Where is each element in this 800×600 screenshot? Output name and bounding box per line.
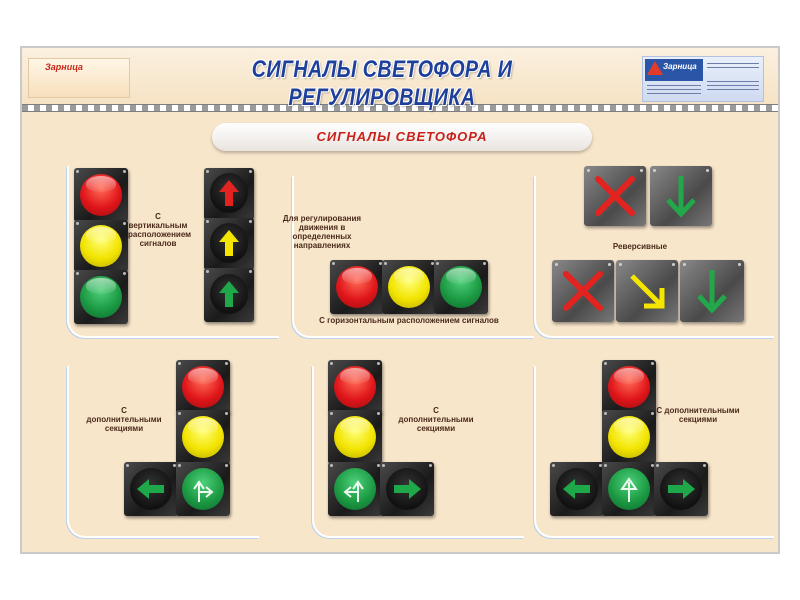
- right-arrow-icon: [394, 479, 421, 499]
- signal-section: [176, 360, 230, 414]
- signal-section: [74, 168, 128, 222]
- signal-section: [328, 360, 382, 414]
- turn-arrow-icon: [193, 480, 214, 502]
- right-logo-brand: Зарница: [663, 62, 697, 71]
- caption-directional: Для регулирования движения в определенны…: [282, 214, 362, 250]
- signal-section: [74, 270, 128, 324]
- signal-section: [602, 462, 656, 516]
- left-arrow-lens: [556, 468, 598, 510]
- yellow-arrow-lens: [210, 223, 248, 263]
- signal-section: [382, 260, 436, 314]
- red-arrow-lens: [210, 173, 248, 213]
- red-lens: [334, 366, 376, 408]
- frame-additional-1: [67, 366, 259, 538]
- cross-icon: [563, 271, 603, 311]
- yellow-lens: [388, 266, 430, 308]
- signal-section: [204, 168, 254, 220]
- signal-section: [176, 410, 230, 464]
- caption-reversible: Реверсивные: [612, 242, 668, 251]
- green-arrow-lens: [608, 468, 650, 510]
- signal-section: [602, 410, 656, 464]
- left-logo: Зарница: [28, 58, 130, 98]
- left-arrow-icon: [563, 479, 590, 499]
- yellow-lens: [334, 416, 376, 458]
- reversible-panel: [584, 166, 646, 226]
- caption-additional-1: С дополнительными секциями: [86, 406, 162, 433]
- green-lens: [80, 276, 122, 318]
- red-lens: [336, 266, 378, 308]
- up-arrow-icon: [620, 477, 638, 502]
- signal-section: [550, 462, 604, 516]
- right-arrow-lens: [386, 468, 428, 510]
- signal-section: [330, 260, 384, 314]
- left-arrow-lens: [130, 468, 172, 510]
- left-arrow-icon: [137, 479, 164, 499]
- section-header: СИГНАЛЫ СВЕТОФОРА: [212, 123, 592, 151]
- down-arrow-icon: [666, 176, 696, 218]
- red-lens: [80, 174, 122, 216]
- green-lens: [440, 266, 482, 308]
- yellow-lens: [182, 416, 224, 458]
- green-arrow-lens: [210, 274, 248, 314]
- caption-additional-2: С дополнительными секциями: [398, 406, 474, 433]
- yellow-lens: [608, 416, 650, 458]
- yellow-lens: [80, 225, 122, 267]
- frame-reversible: [534, 176, 774, 338]
- signal-section: [328, 410, 382, 464]
- signal-section: [380, 462, 434, 516]
- frame-additional-3: [534, 366, 774, 538]
- green-arrow-lens: [182, 468, 224, 510]
- right-logo: Зарница: [642, 56, 764, 102]
- red-lens: [608, 366, 650, 408]
- page-title: СИГНАЛЫ СВЕТОФОРА И РЕГУЛИРОВЩИКА: [251, 56, 513, 111]
- left-logo-brand: Зарница: [45, 62, 83, 72]
- cross-icon: [595, 176, 635, 216]
- frame-horizontal: [292, 176, 534, 338]
- right-arrow-lens: [660, 468, 702, 510]
- up-arrow-icon: [219, 180, 239, 206]
- up-arrow-icon: [219, 230, 239, 256]
- section-title: СИГНАЛЫ СВЕТОФОРА: [316, 129, 488, 144]
- signal-section: [602, 360, 656, 414]
- header-ribbon: [22, 104, 778, 112]
- frame-additional-2: [312, 366, 524, 538]
- reversible-panel: [616, 260, 678, 322]
- signal-section: [328, 462, 382, 516]
- diagonal-arrow-icon: [630, 274, 665, 309]
- signal-section: [74, 220, 128, 272]
- signal-section: [434, 260, 488, 314]
- reversible-panel: [552, 260, 614, 322]
- green-arrow-lens: [334, 468, 376, 510]
- caption-additional-3: С дополнительными секциями: [656, 406, 740, 424]
- caption-horizontal: С горизонтальным расположением сигналов: [319, 316, 499, 325]
- reversible-panel: [650, 166, 712, 226]
- signal-section: [176, 462, 230, 516]
- signal-section: [204, 268, 254, 322]
- warning-triangle-icon: [647, 61, 663, 75]
- signal-section: [654, 462, 708, 516]
- red-lens: [182, 366, 224, 408]
- signal-section: [204, 218, 254, 270]
- down-arrow-icon: [697, 270, 727, 314]
- turn-arrow-icon: [343, 480, 364, 502]
- caption-vertical: С вертикальным расположением сигналов: [128, 212, 192, 248]
- right-arrow-icon: [668, 479, 695, 499]
- frame-vertical: [67, 166, 279, 338]
- signal-section: [124, 462, 178, 516]
- reversible-panel: [680, 260, 744, 322]
- up-arrow-icon: [219, 281, 239, 307]
